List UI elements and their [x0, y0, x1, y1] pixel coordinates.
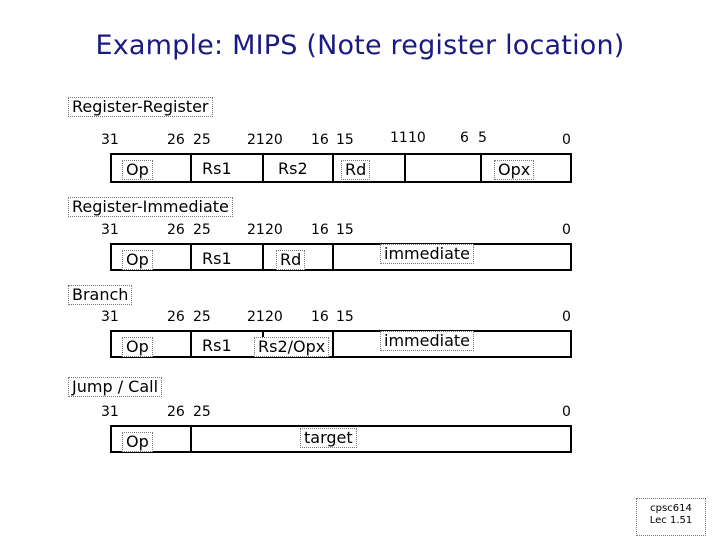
field-rs1: Rs1 — [202, 336, 232, 355]
bit-label: 16 — [311, 132, 329, 148]
bit-label: 10 — [408, 130, 426, 146]
field-divider — [480, 155, 482, 181]
bit-label: 25 — [193, 222, 211, 238]
bit-label: 0 — [562, 132, 571, 148]
field-rs2: Rs2 — [278, 159, 308, 178]
field-op: Op — [122, 160, 153, 180]
bit-label: 26 — [167, 132, 185, 148]
field-rd: Rd — [276, 250, 306, 270]
bit-label: 0 — [562, 309, 571, 325]
field-divider — [190, 245, 192, 269]
field-divider — [404, 155, 406, 181]
field-divider — [262, 245, 264, 269]
field-immediate: immediate — [380, 331, 474, 351]
bit-label: 21 — [247, 222, 265, 238]
field-op: Op — [122, 432, 153, 452]
bit-label: 21 — [247, 309, 265, 325]
bit-label: 0 — [562, 404, 571, 420]
bit-label: 25 — [193, 309, 211, 325]
bit-label: 20 — [265, 309, 283, 325]
bit-label: 31 — [101, 309, 119, 325]
field-immediate: immediate — [380, 244, 474, 264]
bit-label: 26 — [167, 404, 185, 420]
footer-lecture: Lec 1.51 — [649, 515, 693, 526]
bit-label: 15 — [336, 309, 354, 325]
bit-label: 25 — [193, 404, 211, 420]
field-divider — [190, 332, 192, 356]
bit-label: 5 — [478, 130, 487, 146]
field-rs2-opx: Rs2/Opx — [254, 337, 330, 357]
bit-label: 16 — [311, 309, 329, 325]
bit-label: 31 — [101, 132, 119, 148]
field-rs1: Rs1 — [202, 249, 232, 268]
bit-label: 31 — [101, 222, 119, 238]
footer-course: cpsc614 — [650, 503, 692, 514]
bit-label: 20 — [265, 222, 283, 238]
field-divider — [332, 245, 334, 269]
field-divider — [190, 427, 192, 451]
bit-label: 26 — [167, 222, 185, 238]
field-rs1: Rs1 — [202, 159, 232, 178]
format-box-branch — [110, 330, 572, 358]
bit-label: 20 — [265, 132, 283, 148]
field-op: Op — [122, 250, 153, 270]
field-opx: Opx — [494, 160, 535, 180]
bit-label: 26 — [167, 309, 185, 325]
field-op: Op — [122, 337, 153, 357]
slide-footer: cpsc614 Lec 1.51 — [636, 498, 706, 536]
bit-label: 15 — [336, 222, 354, 238]
bit-label: 16 — [311, 222, 329, 238]
bit-label: 0 — [562, 222, 571, 238]
format-label-register-immediate: Register-Immediate — [68, 197, 233, 217]
page-title: Example: MIPS (Note register location) — [95, 30, 625, 61]
format-label-register-register: Register-Register — [68, 97, 213, 117]
field-rd: Rd — [341, 160, 371, 180]
field-divider — [190, 155, 192, 181]
field-target: target — [300, 428, 357, 448]
bit-label: 31 — [101, 404, 119, 420]
field-divider — [262, 155, 264, 181]
bit-label: 25 — [193, 132, 211, 148]
format-label-jump-call: Jump / Call — [68, 377, 163, 397]
format-label-branch: Branch — [68, 285, 133, 305]
bit-label: 6 — [460, 130, 469, 146]
field-divider — [332, 155, 334, 181]
format-box-register-immediate — [110, 243, 572, 271]
bit-label: 15 — [336, 132, 354, 148]
bit-label: 11 — [390, 130, 408, 146]
field-divider — [332, 332, 334, 356]
bit-label: 21 — [247, 132, 265, 148]
